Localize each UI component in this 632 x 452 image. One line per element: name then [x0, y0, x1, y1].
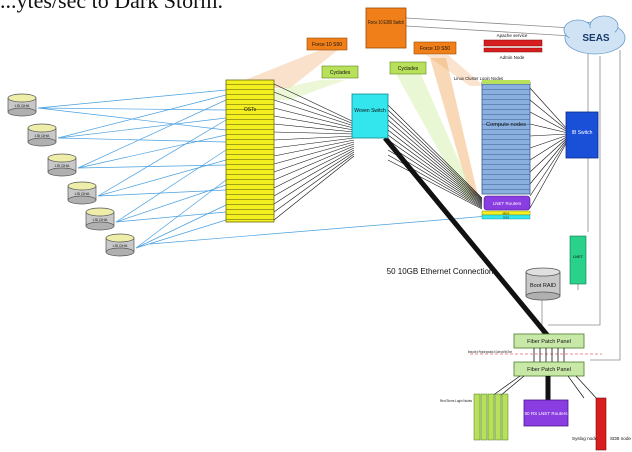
force10-s50-left-label: Force 10 S50 — [312, 42, 342, 48]
disk-label: LSI DHA — [55, 164, 70, 168]
login-nodes-strip — [482, 80, 530, 84]
compute-nodes-label: Compute nodes — [486, 122, 527, 128]
force10-e300-label: Force 10 E300 Switch — [368, 20, 404, 26]
ib-switch — [565, 111, 599, 159]
cyclades-left-label: Cyclades — [330, 70, 351, 76]
disk-bottom — [67, 195, 97, 205]
disk-1: LSI DHA — [7, 93, 37, 117]
lnet-node — [569, 235, 587, 285]
disk-top — [7, 93, 37, 103]
oss-label: OSS — [503, 216, 509, 220]
disk-3: LSI DHA — [47, 153, 77, 177]
disk-label: LSI DHA — [35, 134, 50, 138]
oss-strip — [481, 214, 531, 220]
osts-block — [225, 79, 275, 223]
ethernet-connections-label: 50 10GB Ethernet Connections — [387, 267, 498, 276]
disk-top — [27, 123, 57, 133]
wedge-s50-right-to-lnet — [430, 58, 478, 196]
patch-connectors — [533, 348, 565, 362]
lnet-routers-label: LNET Routers — [493, 201, 522, 206]
force10-e300-switch — [365, 7, 407, 49]
ost-to-woven-links — [273, 83, 355, 221]
page-heading: ...ytes/sec to Dark Storm. — [0, 0, 224, 13]
disk-bottom — [27, 137, 57, 147]
woven-switch-label: Woven Switch — [354, 108, 386, 114]
ethernet-trunk — [383, 136, 550, 338]
fiber-patch-panel-top — [513, 333, 585, 349]
disk-4: LSI DHA — [67, 181, 97, 205]
cyclades-right — [389, 61, 427, 75]
linux-login-nodes-label: Linux Cluster Login Nodes — [454, 76, 503, 81]
admin-node-bar — [483, 47, 543, 53]
disk-6: LSI DHA — [105, 233, 135, 257]
apache-service-label: Apache service — [497, 33, 528, 38]
sdb-node — [595, 397, 607, 451]
fan-wedges — [225, 50, 484, 200]
boot-raid-label: Boot RAID — [530, 283, 556, 289]
boot-raid — [525, 267, 561, 301]
svg-text:Woven Switch: Woven Switch — [354, 108, 386, 114]
disk-2: LSI DHA — [27, 123, 57, 147]
compute-to-ib-links — [529, 87, 569, 209]
force10-s50-right — [413, 41, 457, 55]
wedge-s50-right-to-login — [426, 55, 484, 86]
cyclades-left — [321, 65, 359, 79]
seas-label: SEAS — [582, 33, 610, 44]
osts-label: OSTs — [244, 107, 257, 113]
disk-bottom — [7, 107, 37, 117]
disk-label: LSI DHA — [93, 218, 108, 222]
red-storm-login-nodes — [473, 393, 509, 441]
wedge-cyclades-right-to-lnet — [395, 72, 476, 200]
ib-switch-label: IB Switch — [572, 130, 593, 136]
cyclades-right-label: Cyclades — [398, 66, 419, 72]
disk-links — [37, 89, 489, 249]
disk-label: LSI DHA — [113, 244, 128, 248]
red-storm-lnet-routers-label: 50 RS LNET Routers — [524, 411, 568, 416]
disk-5: LSI DHA — [85, 207, 115, 231]
red-storm-login-nodes-label: Red Storm Login Nodes — [440, 398, 472, 403]
disk-label: LSI DHA — [15, 104, 30, 108]
disk-bottom — [105, 247, 135, 257]
svg-text:IB Switch: IB Switch — [572, 130, 593, 136]
disk-top — [67, 181, 97, 191]
mds-label: MDS — [503, 212, 510, 216]
break-point-note: Break point for Physical separation of C… — [468, 350, 512, 354]
disk-array: LSI DHA LSI DHA LSI DHA LSI DHA LSI DHA LSI D… — [7, 93, 135, 257]
disk-bottom — [47, 167, 77, 177]
disk-bottom — [85, 221, 115, 231]
disk-top — [85, 207, 115, 217]
fiber-patch-panel-bottom-label: Fiber Patch Panel — [527, 367, 571, 373]
force10-s50-left — [306, 37, 348, 51]
compute-nodes-rack — [481, 81, 531, 195]
lnet-routers — [483, 195, 531, 211]
bottom-links — [491, 375, 599, 401]
sdb-node-label: SDB node — [610, 436, 631, 441]
force10-s50-right-label: Force 10 S50 — [420, 46, 450, 52]
admin-node-label: Admin Node — [500, 55, 525, 60]
wedge-s50-left-to-osts — [225, 50, 338, 88]
seas-cloud — [563, 15, 626, 55]
red-storm-lnet-routers — [523, 399, 569, 427]
lnet-node-label: LNET — [573, 254, 584, 259]
woven-switch — [351, 93, 389, 139]
disk-label: LSI DHA — [75, 192, 90, 196]
disk-top — [105, 233, 135, 243]
fiber-patch-panel-top-label: Fiber Patch Panel — [527, 339, 571, 345]
svg-text:50 10GB Ethernet Connections: 50 10GB Ethernet Connections — [387, 267, 498, 276]
syslog-node-label: Syslog node — [572, 436, 598, 441]
apache-service-bar — [483, 39, 543, 47]
disk-top — [47, 153, 77, 163]
